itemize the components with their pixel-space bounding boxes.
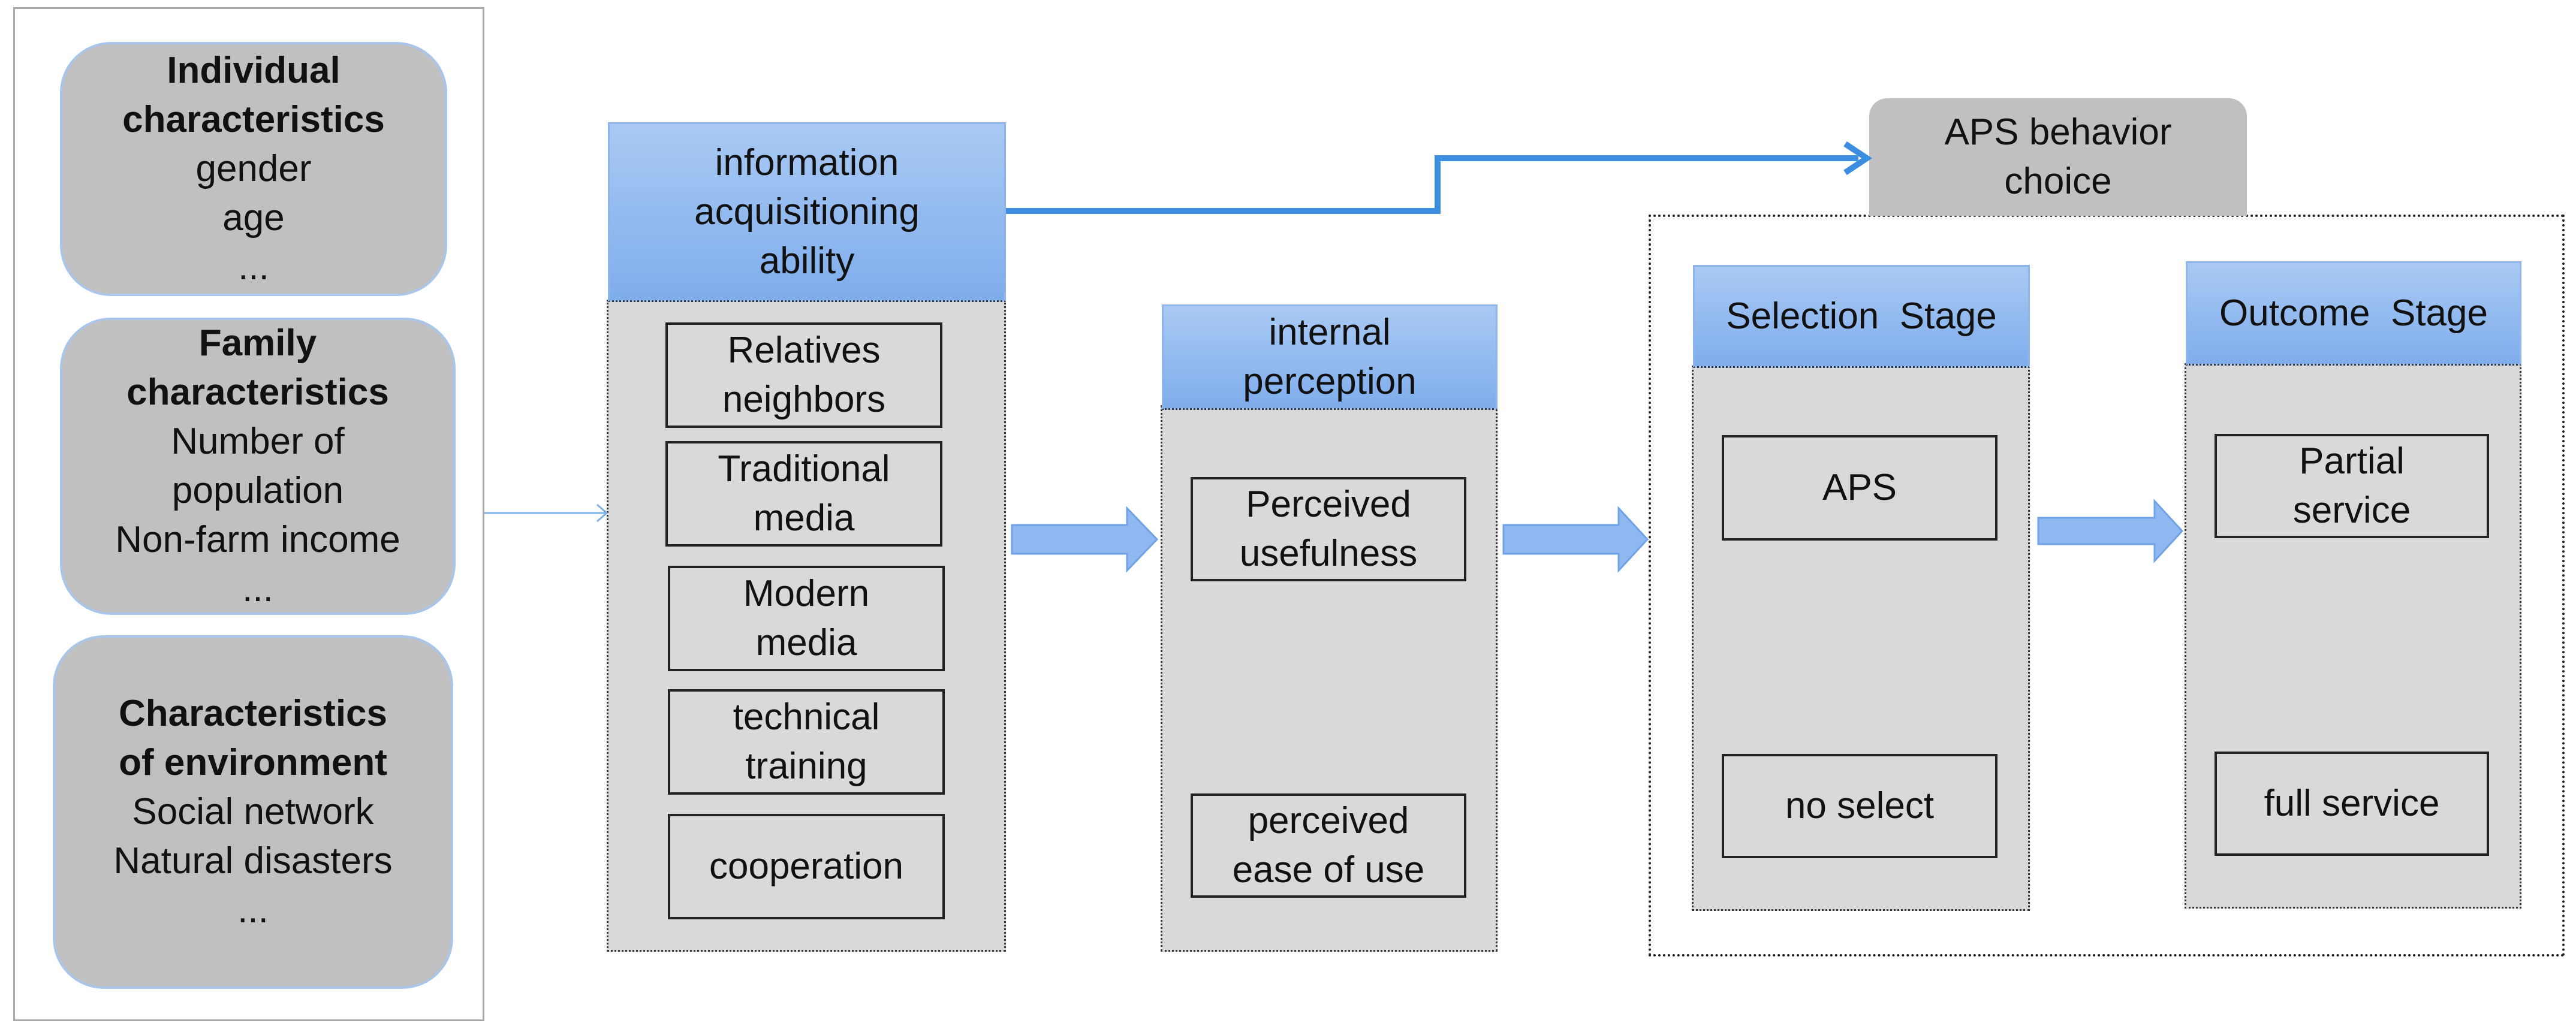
family-characteristics-box: Family characteristics Number of populat… [60, 318, 456, 615]
item-line: media [755, 622, 857, 663]
info-item-modern-media: Modern media [668, 566, 945, 671]
environment-characteristics-title: Characteristics of environment [118, 693, 388, 783]
aps-option-box: APS [1722, 435, 1997, 541]
item-line: APS [1822, 467, 1897, 508]
individual-line: gender [195, 148, 312, 189]
info-item-technical-training: technical training [668, 689, 945, 795]
aps-behavior-choice-tab: APS behavior choice [1869, 98, 2247, 216]
perceived-ease-of-use-box: perceived ease of use [1191, 793, 1466, 898]
item-line: cooperation [709, 846, 904, 887]
item-line: perceived [1248, 800, 1409, 841]
internal-header-line: internal [1269, 312, 1391, 353]
block-arrow-internal-to-selection [1502, 506, 1649, 573]
info-item-cooperation: cooperation [668, 814, 945, 919]
full-service-box: full service [2215, 752, 2489, 856]
partial-service-box: Partial service [2215, 434, 2489, 538]
individual-characteristics-title: Individual characteristics [122, 50, 385, 140]
block-arrow-selection-to-outcome [2037, 499, 2184, 563]
item-line: Traditional [718, 448, 890, 490]
item-line: full service [2264, 783, 2440, 824]
item-line: service [2292, 490, 2411, 531]
aps-choice-line: APS behavior [1944, 111, 2172, 153]
family-line: population [171, 470, 344, 511]
item-line: no select [1785, 785, 1935, 826]
aps-choice-line: choice [2004, 161, 2112, 202]
individual-characteristics-box: Individual characteristics gender age ..… [60, 42, 447, 296]
outcome-stage-header: Outcome Stage [2186, 261, 2521, 366]
environment-characteristics-box: Characteristics of environment Social ne… [53, 635, 453, 989]
item-line: media [753, 497, 855, 539]
info-header-line: information [715, 142, 899, 183]
elbow-connector-arrow [1006, 141, 1873, 214]
thin-connector-arrow [484, 503, 608, 523]
item-line: Partial [2299, 440, 2405, 482]
item-line: Perceived [1246, 484, 1411, 525]
environment-line: ... [237, 889, 269, 931]
environment-line: Natural disasters [113, 840, 393, 882]
info-item-relatives: Relatives neighbors [665, 322, 942, 428]
item-line: ease of use [1232, 849, 1425, 891]
environment-line: Social network [132, 791, 374, 832]
selection-stage-header: Selection Stage [1693, 265, 2030, 368]
selection-stage-title: Selection Stage [1726, 295, 1997, 337]
info-header-line: ability [759, 240, 855, 282]
perceived-usefulness-box: Perceived usefulness [1191, 477, 1466, 581]
item-line: training [745, 746, 867, 787]
item-line: Relatives [727, 330, 881, 371]
item-line: usefulness [1239, 533, 1418, 574]
family-line: Number of [171, 421, 345, 462]
no-select-option-box: no select [1722, 754, 1997, 858]
family-line: Non-farm income [115, 519, 400, 560]
item-line: Modern [743, 573, 870, 614]
information-panel-header: information acquisitioning ability [608, 122, 1006, 302]
internal-perception-header: internal perception [1162, 304, 1498, 410]
block-arrow-info-to-internal [1011, 506, 1159, 573]
item-line: technical [733, 696, 880, 738]
outcome-stage-title: Outcome Stage [2219, 292, 2488, 334]
info-item-traditional-media: Traditional media [665, 441, 942, 547]
individual-line: ... [238, 246, 269, 288]
item-line: neighbors [722, 379, 886, 420]
internal-header-line: perception [1243, 361, 1417, 402]
family-line: ... [242, 568, 273, 609]
individual-line: age [222, 197, 285, 239]
family-characteristics-title: Family characteristics [126, 322, 389, 413]
info-header-line: acquisitioning [694, 191, 920, 233]
